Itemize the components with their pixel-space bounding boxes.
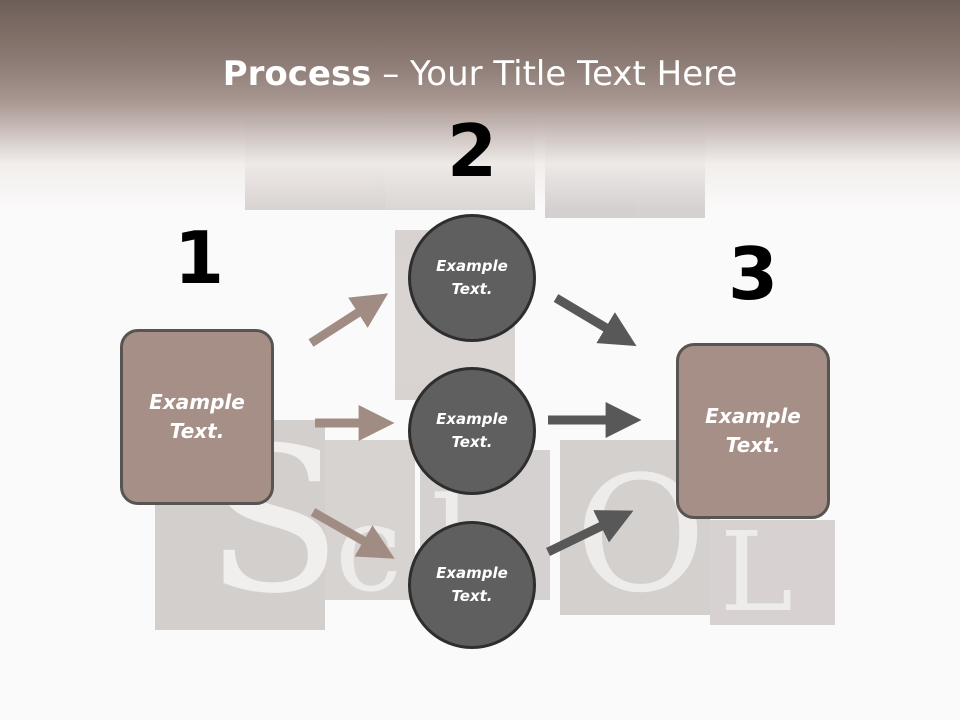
left-box-line1: Example (149, 390, 245, 414)
step-number-3: 3 (727, 232, 779, 316)
arrow-to-circle-1 (308, 293, 389, 347)
step-number-2: 2 (446, 109, 498, 193)
circle-3-line2: Text. (451, 587, 493, 605)
right-example-box: Example Text. (676, 343, 830, 519)
circle-2: Example Text. (408, 367, 536, 495)
svg-text:L: L (720, 508, 793, 636)
slide-title: Process – Your Title Text Here (0, 52, 960, 96)
title-rest: – Your Title Text Here (371, 54, 738, 94)
header-band (0, 0, 960, 210)
right-box-line2: Text. (725, 433, 781, 457)
circle-2-line1: Example (436, 410, 508, 428)
circle-1-line2: Text. (451, 280, 493, 298)
circle-1: Example Text. (408, 214, 536, 342)
title-bold: Process (222, 54, 372, 94)
arrow-from-circle-1 (553, 294, 637, 347)
left-example-box: Example Text. (120, 329, 274, 505)
circle-3: Example Text. (408, 521, 536, 649)
arrow-from-circle-3 (546, 510, 634, 557)
circle-3-line1: Example (436, 564, 508, 582)
left-box-line2: Text. (169, 419, 225, 443)
right-box-line1: Example (705, 404, 801, 428)
circle-2-line2: Text. (451, 433, 493, 451)
arrow-to-circle-3 (310, 508, 395, 559)
circle-1-line1: Example (436, 257, 508, 275)
step-number-1: 1 (173, 216, 225, 300)
